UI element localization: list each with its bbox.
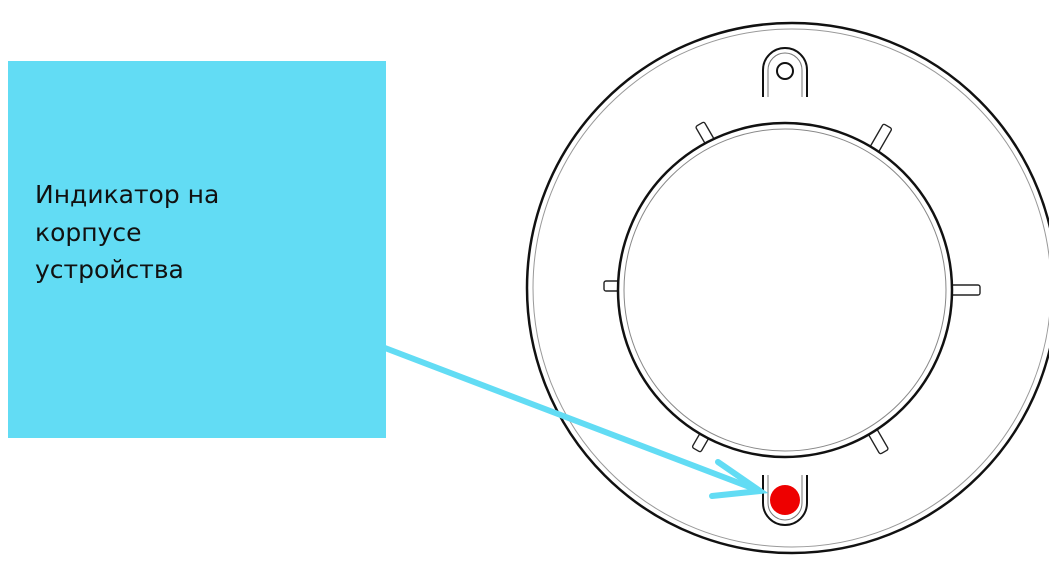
mounting-hole-icon <box>763 48 807 97</box>
red-led-indicator-icon <box>770 485 800 515</box>
sensor-chamber <box>618 123 952 457</box>
